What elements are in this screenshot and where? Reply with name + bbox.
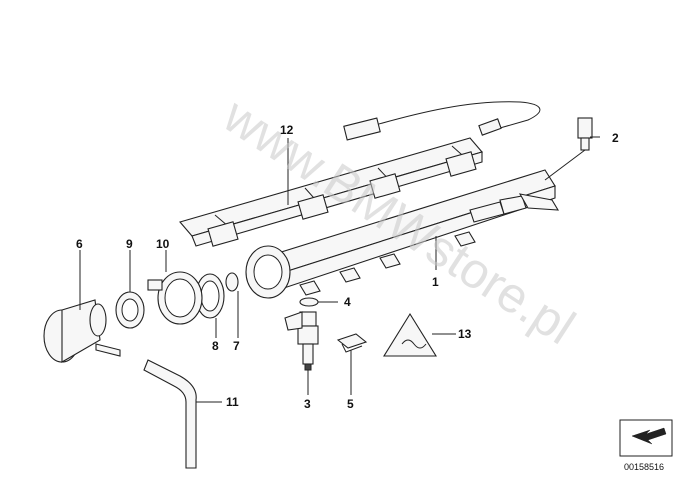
- callout-3: 3: [304, 397, 311, 411]
- fuel-rail: [245, 169, 560, 299]
- retaining-clip: [336, 333, 368, 353]
- fuel-injector: [284, 311, 319, 371]
- callout-6: 6: [76, 237, 83, 251]
- hose-clamp: [147, 271, 203, 325]
- callout-12: 12: [280, 123, 294, 137]
- callout-10: 10: [156, 237, 170, 251]
- o-ring: [299, 297, 319, 307]
- callout-8: 8: [212, 339, 219, 353]
- callout-4: 4: [344, 295, 351, 309]
- callout-2: 2: [612, 131, 619, 145]
- callout-labels: 1 2 3 4 5 6 7 8 9 10 11 12 13: [76, 123, 619, 411]
- washer: [115, 291, 145, 329]
- fuel-hose: [143, 359, 197, 469]
- callout-9: 9: [126, 237, 133, 251]
- sealing-ring-large: [195, 273, 225, 319]
- leader-lines: [79, 136, 600, 403]
- callout-5: 5: [347, 397, 354, 411]
- warning-label: [383, 312, 437, 357]
- sealing-ring-small: [225, 272, 239, 292]
- pressure-regulator: [43, 299, 121, 363]
- arrow-down-left-icon[interactable]: [619, 419, 673, 457]
- bleed-valve: [544, 117, 593, 181]
- callout-11: 11: [226, 395, 239, 409]
- document-number: 00158516: [624, 462, 664, 472]
- wiring-harness-rail: [179, 101, 541, 247]
- callout-7: 7: [233, 339, 240, 353]
- callout-1: 1: [432, 275, 439, 289]
- callout-13: 13: [458, 327, 472, 341]
